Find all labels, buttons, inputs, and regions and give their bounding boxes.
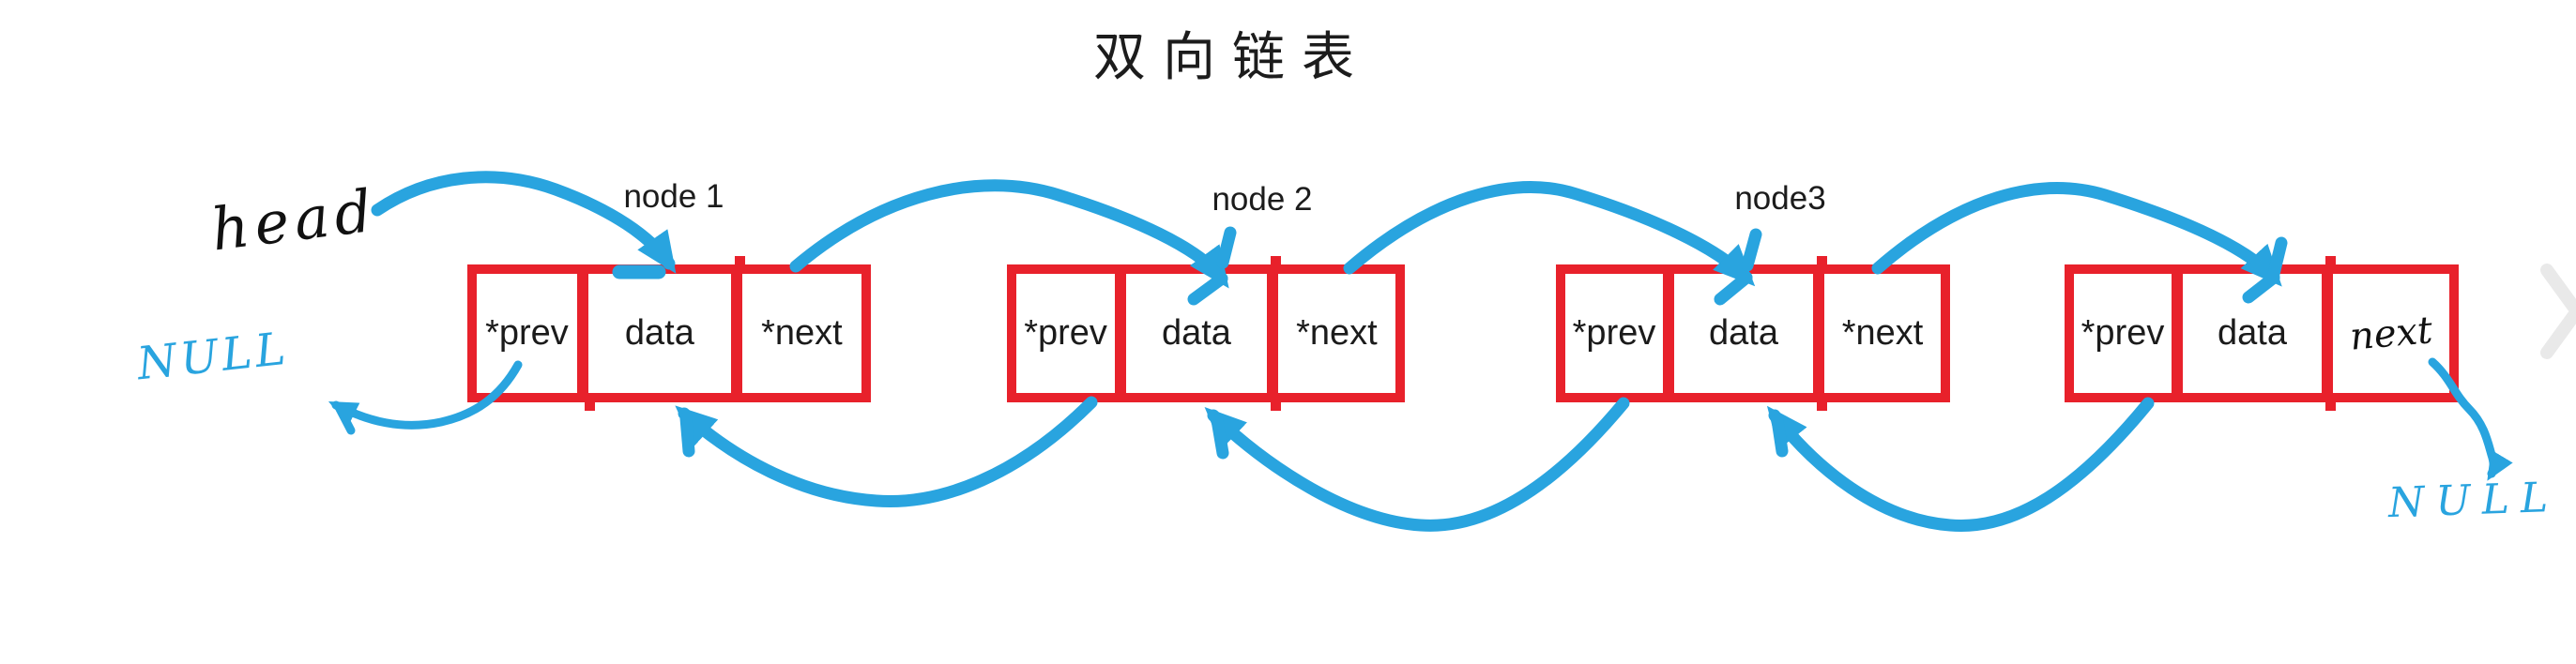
node-2-data-cell: data [1126, 274, 1278, 393]
node-2: *prev data *next [1007, 256, 1405, 411]
border-tick [1270, 401, 1281, 411]
node-2-prev-cell: *prev [1016, 274, 1127, 393]
node-4-prev-cell: *prev [2074, 274, 2183, 393]
border-tick [1817, 401, 1827, 411]
border-tick [584, 401, 595, 411]
node-1-label: node 1 [623, 178, 724, 215]
arrow-node4-prev-to-node3 [1766, 397, 2155, 533]
arrow-node2-landing-dangle [1211, 414, 1229, 460]
node-3-label: node3 [1734, 180, 1826, 217]
null-label-left: NULL [134, 322, 292, 391]
null-label-right: NULL [2387, 473, 2560, 528]
node-3: *prev data *next [1556, 256, 1950, 411]
node-2-next-cell: *next [1296, 313, 1378, 353]
node-3-next-cell: *next [1841, 313, 1924, 353]
node-4-next-cell-handwritten: next [2348, 308, 2434, 359]
arrow-node3-prev-to-node2 [1204, 397, 1630, 532]
node-1-prev-cell: *prev [477, 274, 588, 393]
next-chevron-icon [2540, 264, 2576, 359]
node-1-data-cell: data [588, 274, 742, 393]
border-tick [2325, 401, 2336, 411]
arrow-node1-landing-dangle [679, 412, 695, 458]
node-3-prev-cell: *prev [1565, 274, 1674, 393]
arrow-null-left-flick [335, 404, 356, 435]
arrow-node2-prev-to-node1 [675, 396, 1098, 507]
node-1-next-cell: *next [761, 313, 843, 353]
head-pointer-label: head [207, 175, 382, 264]
node-3-data-cell: data [1674, 274, 1824, 393]
border-tick [1270, 256, 1281, 265]
node-2-label: node 2 [1212, 181, 1313, 218]
diagram-title: 双向链表 [1093, 27, 1371, 86]
node-4: *prev data next [2065, 256, 2459, 411]
border-tick [734, 256, 745, 265]
border-tick [1817, 256, 1827, 265]
arrow-node3-landing-dangle [1771, 414, 1789, 458]
node-4-data-cell: data [2183, 274, 2333, 393]
node-1: *prev data *next [467, 256, 871, 411]
border-tick [2325, 256, 2336, 265]
